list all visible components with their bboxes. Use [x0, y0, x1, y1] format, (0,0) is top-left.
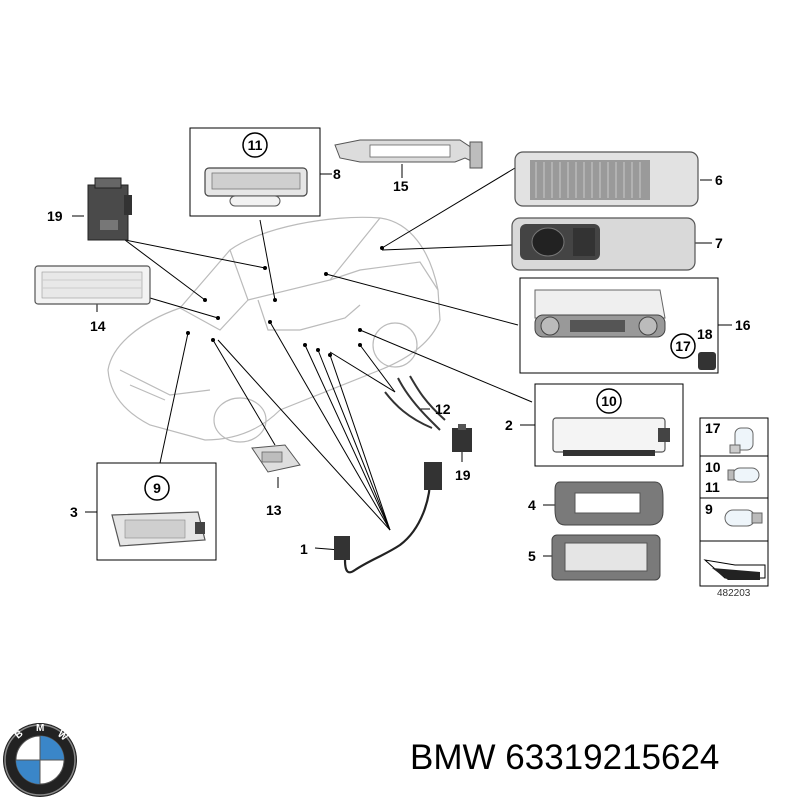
bmw-logo-icon: B M W: [3, 723, 77, 797]
part-15-trim-frame: [334, 139, 483, 169]
callout-19-top: 19: [47, 208, 63, 224]
brand-part-number: BMW 63319215624: [410, 738, 719, 778]
part-9-lamp: [111, 511, 206, 547]
brand-name: BMW: [410, 738, 496, 777]
callout-circle-11: [242, 132, 268, 158]
capless-bulb-icon: [724, 509, 763, 527]
leader-dots: [186, 246, 384, 357]
part-16-overhead-console: [534, 289, 666, 338]
callout-17: 17: [675, 338, 691, 354]
callout-circle-17: [670, 333, 696, 359]
legend-label-9: 9: [705, 501, 713, 517]
footer: B M W: [3, 723, 77, 797]
callout-2: 2: [505, 417, 513, 433]
callout-12: 12: [435, 401, 451, 417]
part-2-frame: [534, 383, 684, 467]
legend-label-11: 11: [705, 479, 720, 495]
callout-5: 5: [528, 548, 536, 564]
callout-16: 16: [735, 317, 751, 333]
part-18-bulb-socket: [698, 352, 716, 370]
callout-1: 1: [300, 541, 308, 557]
logo-letter-m: M: [36, 723, 44, 734]
bulb-legend-frame: [699, 417, 769, 587]
callout-14: 14: [90, 318, 106, 334]
callout-4: 4: [528, 497, 536, 513]
festoon-bulb-icon: [727, 467, 760, 483]
leader-lines: [72, 164, 732, 557]
callout-6: 6: [715, 172, 723, 188]
callout-9: 9: [153, 480, 161, 496]
callout-19-middle: 19: [455, 467, 471, 483]
callout-circle-10: [596, 388, 622, 414]
part-7-interior-light: [511, 217, 696, 271]
part-10-lamp: [552, 417, 670, 456]
part-number: 63319215624: [505, 738, 720, 777]
callout-circle-9: [144, 475, 170, 501]
part-8-frame: [189, 127, 321, 217]
part-3-frame: [96, 462, 217, 561]
part-5-frame: [551, 534, 661, 581]
part-11-reading-light: [204, 167, 308, 207]
part-19-light-housing: [87, 177, 132, 241]
callout-11: 11: [248, 137, 263, 153]
wedge-bulb-icon: [729, 427, 754, 454]
part-6-interior-light: [514, 151, 699, 207]
callout-3: 3: [70, 504, 78, 520]
part-12-wiring: [384, 375, 446, 431]
car-outline: [107, 216, 441, 443]
part-16-frame: [519, 277, 719, 374]
callout-18: 18: [697, 326, 713, 342]
callout-13: 13: [266, 502, 282, 518]
legend-label-17: 17: [705, 420, 721, 436]
arrow-icon: [703, 559, 766, 580]
part-4-seal: [554, 481, 664, 526]
callout-8: 8: [333, 166, 341, 182]
callout-10: 10: [601, 393, 617, 409]
part-19-connector: [452, 424, 472, 452]
figure-number: 482203: [717, 588, 751, 599]
legend-label-10: 10: [705, 459, 721, 475]
callout-15: 15: [393, 178, 409, 194]
part-14-luggage-light: [34, 265, 151, 305]
callout-7: 7: [715, 235, 723, 251]
part-1-cable: [334, 462, 442, 574]
part-13-holder: [251, 444, 301, 473]
